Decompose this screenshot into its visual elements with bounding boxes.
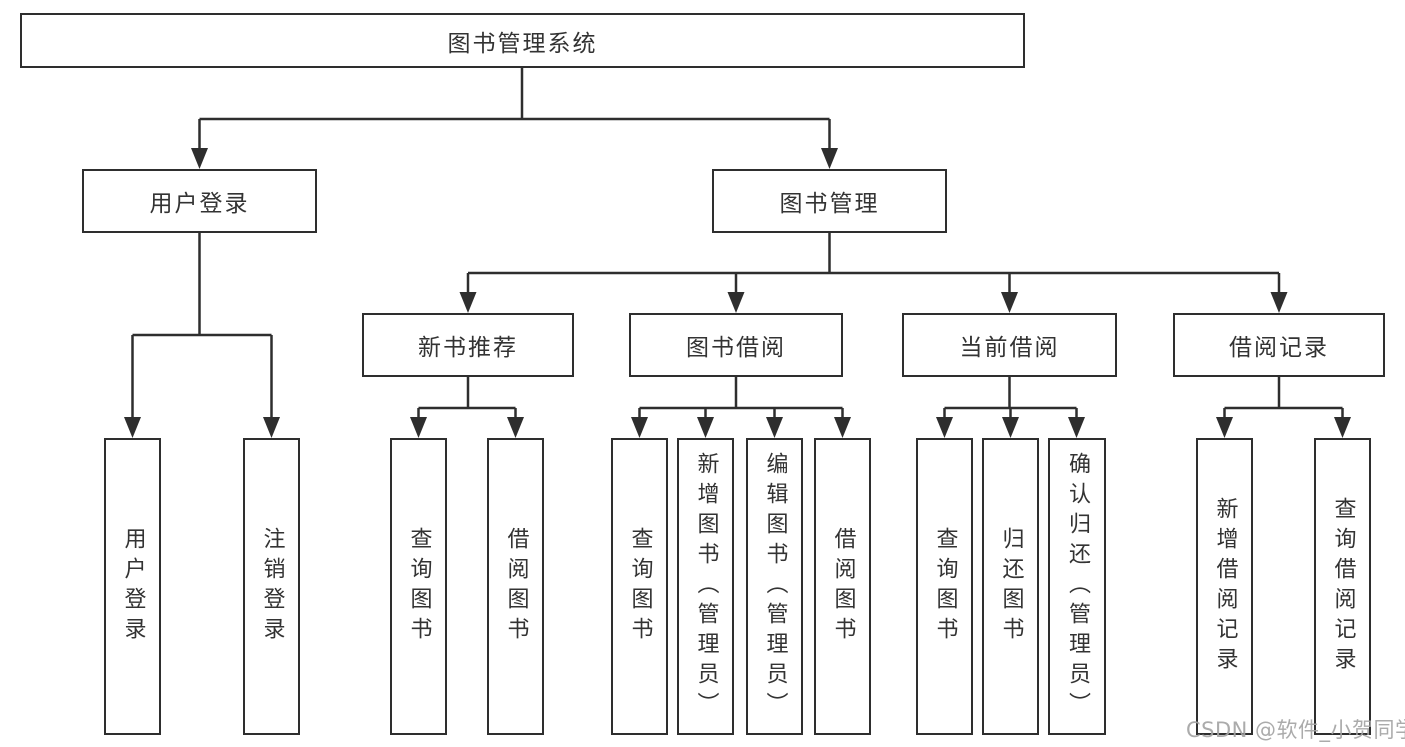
node-label: 新书推荐 (418, 335, 518, 361)
node-label: 图书管理 (779, 191, 880, 217)
leaf-logout: 注销登录 (243, 438, 300, 735)
leaf-confirm-return-admin: 确认归还（管理员） (1048, 438, 1106, 735)
node-label: 查询借阅记录 (1330, 496, 1356, 677)
leaf-add-book-admin: 新增图书（管理员） (677, 438, 734, 735)
watermark: CSDN @软件_小贺同学 (1186, 718, 1405, 742)
node-label: 新增借阅记录 (1212, 496, 1238, 677)
leaf-edit-book-admin: 编辑图书（管理员） (746, 438, 803, 735)
node-label: 查询图书 (627, 526, 653, 647)
node-label: 图书管理系统 (447, 30, 598, 57)
node-label: 查询图书 (932, 526, 958, 647)
node-library-management-system: 图书管理系统 (20, 13, 1025, 68)
node-label: 确认归还（管理员） (1065, 451, 1090, 722)
node-label: 用户登录 (120, 526, 146, 647)
leaf-query-books-borrow: 查询图书 (611, 438, 668, 735)
leaf-query-books-current: 查询图书 (916, 438, 973, 735)
node-label: 编辑图书（管理员） (762, 451, 788, 722)
leaf-user-login: 用户登录 (104, 438, 161, 735)
node-label: 注销登录 (259, 526, 285, 647)
node-label: 图书借阅 (686, 335, 786, 361)
node-borrowing-records: 借阅记录 (1173, 313, 1385, 377)
leaf-return-book: 归还图书 (982, 438, 1039, 735)
leaf-borrow-books-recommend: 借阅图书 (487, 438, 544, 735)
leaf-query-borrow-record: 查询借阅记录 (1314, 438, 1371, 735)
node-label: 借阅记录 (1229, 335, 1329, 361)
leaf-query-books-recommend: 查询图书 (390, 438, 447, 735)
node-user-login: 用户登录 (82, 169, 317, 233)
node-label: 借阅图书 (830, 526, 856, 647)
node-label: 借阅图书 (503, 526, 529, 647)
node-current-borrowing: 当前借阅 (902, 313, 1117, 377)
node-label: 新增图书（管理员） (693, 451, 719, 722)
node-book-borrowing: 图书借阅 (629, 313, 843, 377)
node-new-book-recommendation: 新书推荐 (362, 313, 574, 377)
node-book-management: 图书管理 (712, 169, 947, 233)
node-label: 当前借阅 (959, 335, 1060, 361)
leaf-add-borrow-record: 新增借阅记录 (1196, 438, 1253, 735)
node-label: 查询图书 (406, 526, 432, 647)
node-label: 用户登录 (149, 191, 250, 217)
node-label: 归还图书 (998, 526, 1024, 647)
leaf-borrow-books-borrow: 借阅图书 (814, 438, 871, 735)
